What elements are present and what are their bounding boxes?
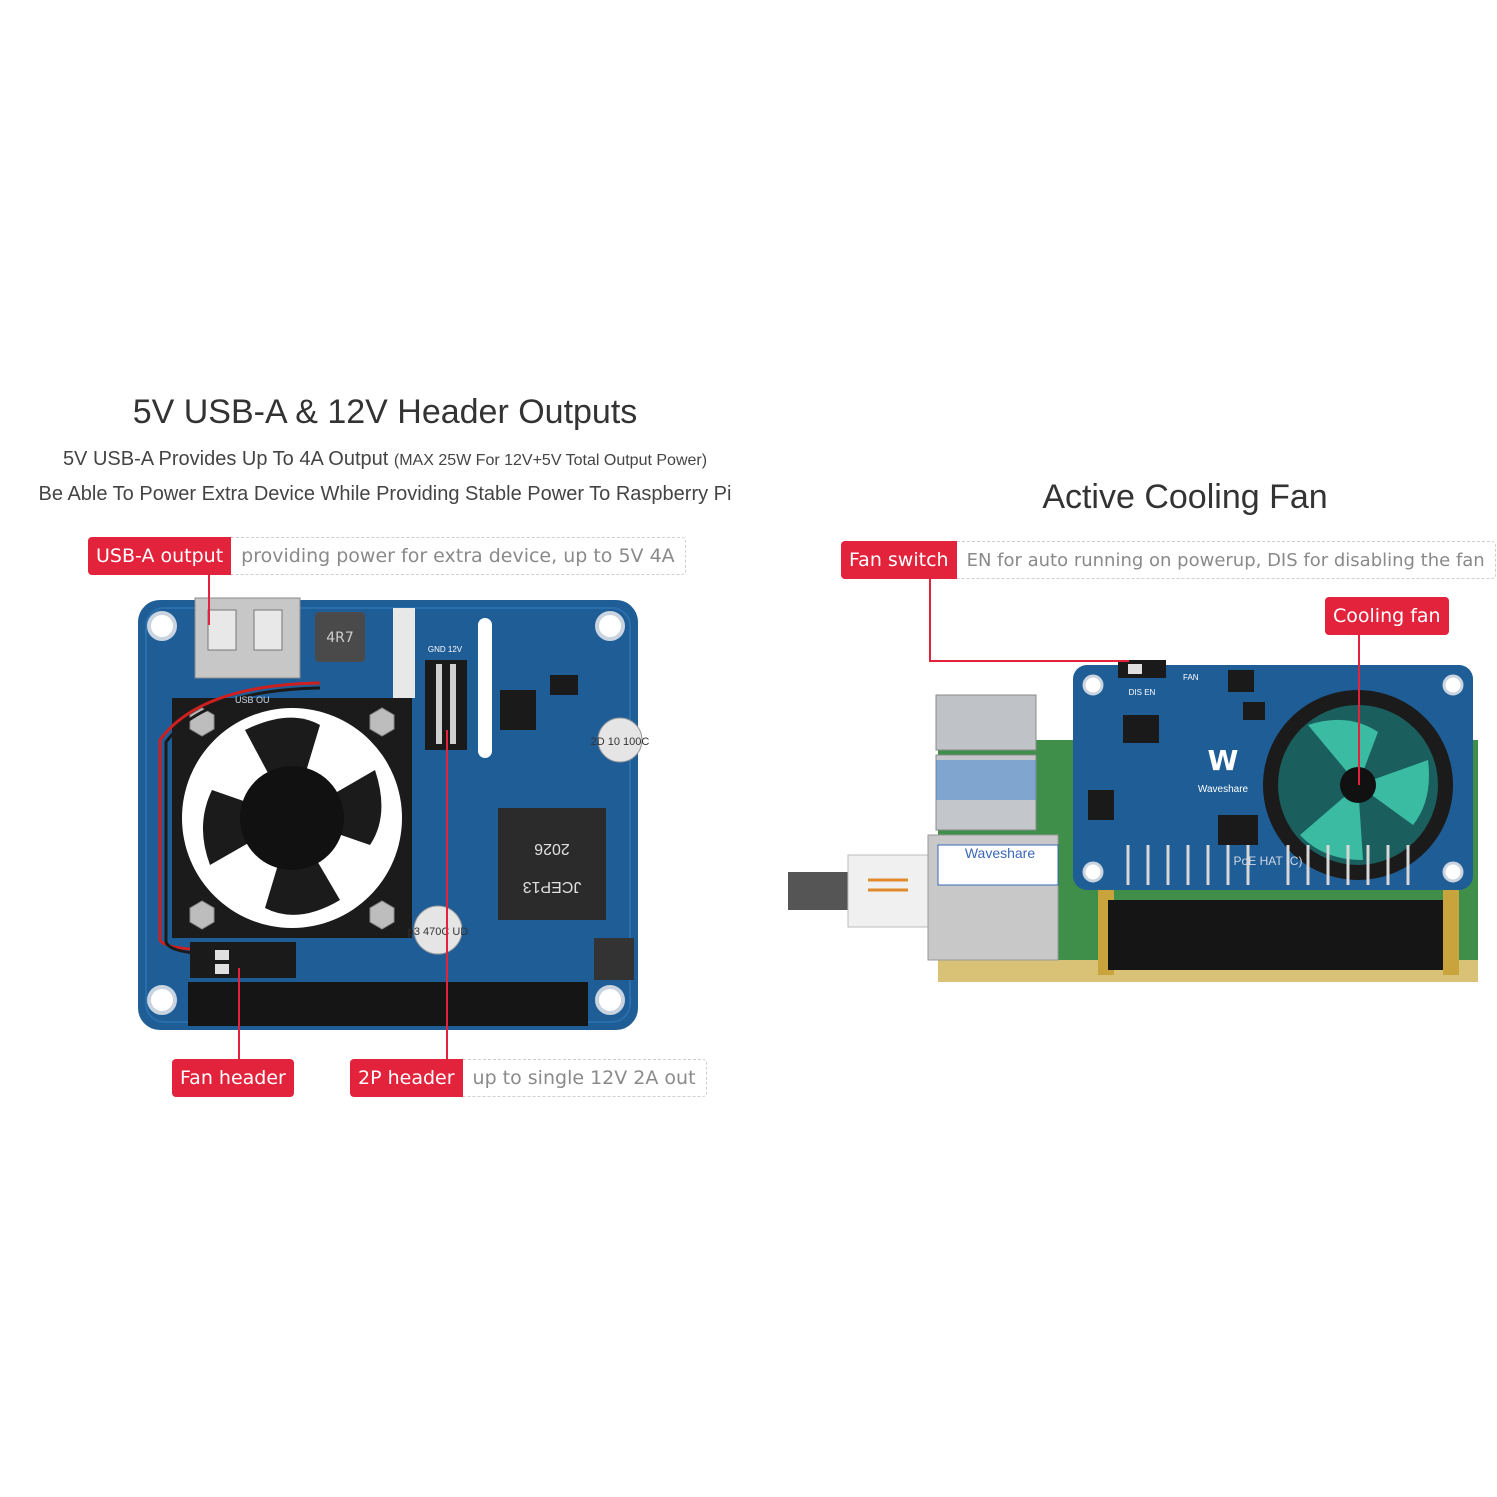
left-subtitle: 5V USB-A Provides Up To 4A Output (MAX 2… [0, 448, 770, 471]
callout-cooling-fan: Cooling fan [1325, 597, 1449, 635]
left-subtitle-2: Be Able To Power Extra Device While Prov… [38, 483, 732, 505]
right-title: Active Cooling Fan [1042, 478, 1328, 516]
callout-2p-header-label: 2P header [350, 1059, 463, 1097]
callout-2p-header-desc: up to single 12V 2A out [462, 1059, 707, 1097]
brand-label: Waveshare [1198, 784, 1249, 795]
callout-usb-a-label: USB-A output [88, 537, 232, 575]
poe-hat-board-top-view: 4R7 GND 12V 2026 JCEP13 2D 10 100C p3 47… [138, 597, 650, 1030]
transformer-name: JCEP13 [523, 878, 582, 895]
callout-cooling-fan-label: Cooling fan [1325, 597, 1449, 635]
cap1-label: 2D 10 100C [591, 736, 650, 748]
2p-header-leader-line [446, 730, 448, 1060]
svg-text:W: W [1208, 744, 1239, 777]
gnd12v-label: GND 12V [428, 645, 463, 654]
fan-switch-leader-vertical [929, 579, 931, 662]
usb-leader-line [208, 575, 210, 625]
callout-usb-a-desc: providing power for extra device, up to … [231, 537, 686, 575]
left-subtitle-small: (MAX 25W For 12V+5V Total Output Power) [393, 452, 708, 469]
callout-usb-a-output: USB-A output providing power for extra d… [88, 537, 686, 575]
transformer-code: 2026 [534, 840, 570, 857]
callout-fan-header: Fan header [172, 1059, 294, 1097]
callout-fan-switch-label: Fan switch [841, 541, 957, 579]
switch-silk-label: DIS EN [1129, 688, 1156, 697]
fan-silk-label: FAN [1183, 673, 1199, 682]
inductor-label: 4R7 [326, 630, 354, 646]
fan-switch-leader-horizontal [929, 660, 1129, 662]
callout-fan-switch-desc: EN for auto running on powerup, DIS for … [956, 541, 1496, 579]
model-silk-label: PoE HAT (C) [1234, 854, 1303, 868]
cap2-label: p3 470C UD [408, 926, 469, 938]
callout-fan-header-label: Fan header [172, 1059, 294, 1097]
usb-silk-label: USB OU [235, 695, 270, 705]
poe-hat-on-raspberry-pi-view: Waveshare DIS EN FAN W Waveshare PoE HAT… [788, 660, 1478, 982]
cooling-fan-leader-line [1358, 635, 1360, 785]
left-subtitle-main: 5V USB-A Provides Up To 4A Output [62, 448, 389, 470]
callout-fan-switch: Fan switch EN for auto running on poweru… [841, 541, 1496, 579]
fan-header-leader-line [238, 968, 240, 1060]
sticker-label: Waveshare [965, 845, 1036, 861]
left-title: 5V USB-A & 12V Header Outputs [132, 393, 638, 431]
callout-2p-header: 2P header up to single 12V 2A out [350, 1059, 707, 1097]
